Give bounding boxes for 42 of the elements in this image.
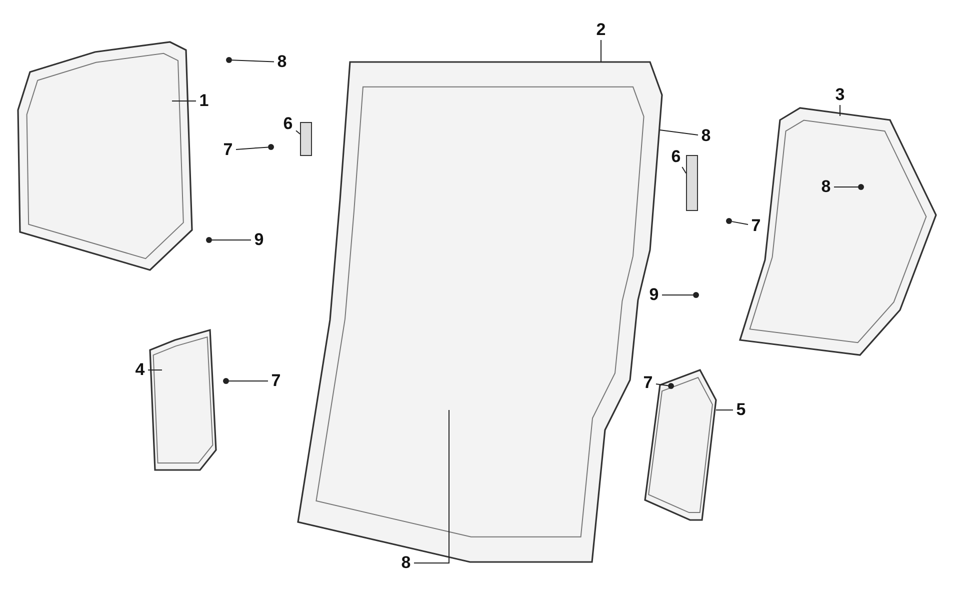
- side-panel-drawing: [16, 40, 196, 272]
- leader-line: [662, 294, 694, 296]
- callout-number: 8: [698, 126, 714, 146]
- side-panel-drawing: [738, 105, 938, 357]
- callout-number: 2: [593, 20, 609, 40]
- hinge-bracket: [686, 155, 698, 211]
- screw: [206, 237, 212, 243]
- screw: [693, 292, 699, 298]
- callout-number: 7: [268, 371, 284, 391]
- screw: [726, 218, 732, 224]
- leader-line: [834, 186, 858, 188]
- hinge-bracket: [300, 122, 312, 156]
- callout-number: 9: [251, 230, 267, 250]
- callout-number: 4: [132, 360, 148, 380]
- leader-line: [236, 146, 268, 150]
- callout-number: 8: [274, 52, 290, 72]
- leader-line: [656, 384, 668, 386]
- leader-line: [228, 380, 268, 382]
- screw: [223, 378, 229, 384]
- callout-number: 3: [832, 85, 848, 105]
- callout-number: 8: [398, 553, 414, 573]
- callout-number: 8: [818, 177, 834, 197]
- callout-number: 7: [748, 216, 764, 236]
- callout-number: 9: [646, 285, 662, 305]
- screw: [268, 144, 274, 150]
- leader-line: [232, 60, 274, 62]
- leader-line: [600, 40, 602, 62]
- callout-number: 6: [280, 114, 296, 134]
- leader-line: [732, 221, 748, 226]
- leader-line: [296, 130, 300, 134]
- leader-line: [682, 166, 686, 174]
- leader-line: [414, 410, 450, 564]
- trim-bracket-drawing: [148, 328, 218, 473]
- callout-number: 7: [220, 140, 236, 160]
- leader-line: [660, 130, 698, 136]
- callout-number: 6: [668, 147, 684, 167]
- callout-number: 7: [640, 373, 656, 393]
- trim-bracket-drawing: [643, 368, 718, 523]
- leader-line: [172, 100, 196, 102]
- screw: [226, 57, 232, 63]
- callout-number: 5: [733, 400, 749, 420]
- callout-number: 1: [196, 91, 212, 111]
